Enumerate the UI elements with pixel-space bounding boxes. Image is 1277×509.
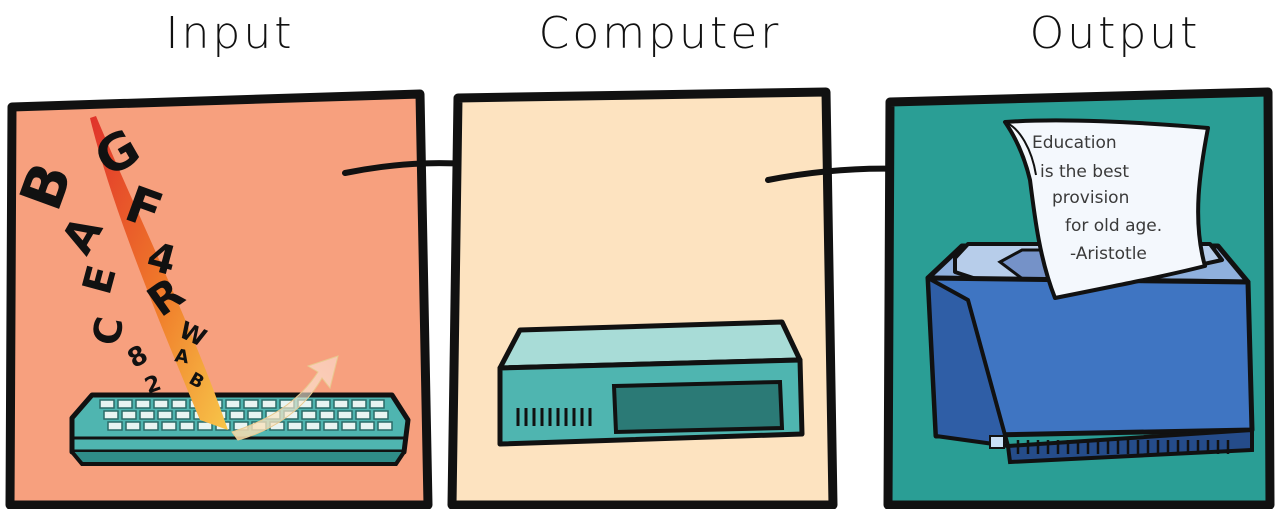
key [378,422,392,430]
key [226,400,240,408]
key [320,411,334,419]
key [136,400,150,408]
key [356,411,370,419]
key [118,400,132,408]
quote-line: for old age. [1065,216,1162,236]
key [316,400,330,408]
key [248,411,262,419]
key [288,422,302,430]
key [306,422,320,430]
quote-line: is the best [1040,162,1129,182]
key [154,400,168,408]
key [162,422,176,430]
key [262,400,276,408]
key [108,422,122,430]
key [140,411,154,419]
key [172,400,186,408]
key [338,411,352,419]
key [302,411,316,419]
key [122,411,136,419]
key [370,400,384,408]
key [176,411,190,419]
key [244,400,258,408]
quote-line: Education [1032,133,1117,153]
key [374,411,388,419]
quote-line: -Aristotle [1070,244,1147,264]
key [104,411,118,419]
quote-line: provision [1052,188,1129,208]
key [334,400,348,408]
key [126,422,140,430]
key [158,411,172,419]
key [352,400,366,408]
key [230,411,244,419]
key [360,422,374,430]
computer-box-icon [500,322,802,444]
key [180,422,194,430]
key [100,400,114,408]
key [144,422,158,430]
key [342,422,356,430]
key [324,422,338,430]
